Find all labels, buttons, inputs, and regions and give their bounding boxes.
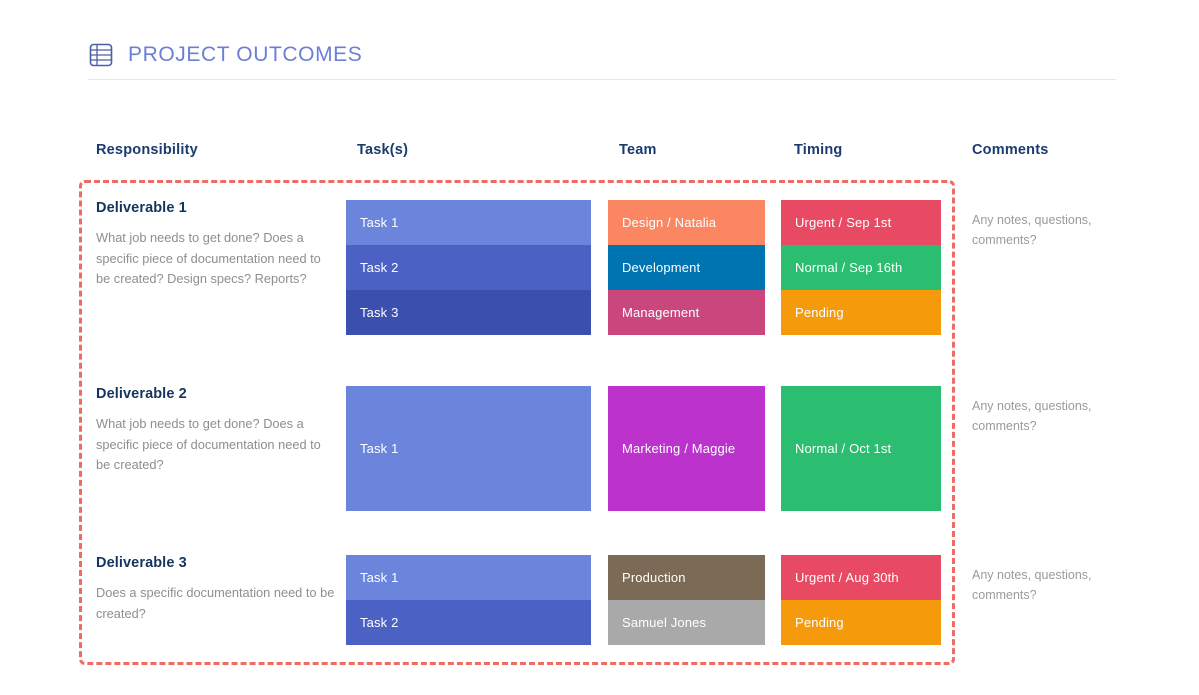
cell-team: Design / Natalia Development Management: [608, 200, 765, 335]
column-header-timing: Timing: [794, 142, 843, 158]
column-header-team: Team: [619, 142, 657, 158]
cell-team: Marketing / Maggie: [608, 386, 765, 511]
task-block[interactable]: Task 2: [346, 245, 591, 290]
cell-comments: Any notes, questions, comments?: [972, 396, 1132, 436]
timing-block-stack: Normal / Oct 1st: [781, 386, 941, 511]
deliverables-table: Deliverable 1 What job needs to get done…: [88, 180, 1118, 670]
cell-timing: Normal / Oct 1st: [781, 386, 941, 511]
deliverable-description: Does a specific documentation need to be…: [96, 585, 335, 621]
team-block[interactable]: Development: [608, 245, 765, 290]
team-block[interactable]: Production: [608, 555, 765, 600]
cell-responsibility: Deliverable 3 Does a specific documentat…: [96, 555, 336, 624]
comments-text: Any notes, questions, comments?: [972, 568, 1092, 602]
timing-block[interactable]: Normal / Sep 16th: [781, 245, 941, 290]
cell-tasks: Task 1: [346, 386, 591, 511]
team-block[interactable]: Design / Natalia: [608, 200, 765, 245]
task-block[interactable]: Task 3: [346, 290, 591, 335]
page-header: PROJECT OUTCOMES: [88, 30, 1116, 80]
comments-text: Any notes, questions, comments?: [972, 213, 1092, 247]
timing-block-stack: Urgent / Sep 1st Normal / Sep 16th Pendi…: [781, 200, 941, 335]
team-block[interactable]: Management: [608, 290, 765, 335]
task-block-stack: Task 1 Task 2: [346, 555, 591, 645]
cell-responsibility: Deliverable 2 What job needs to get done…: [96, 386, 336, 476]
cell-comments: Any notes, questions, comments?: [972, 210, 1132, 250]
comments-text: Any notes, questions, comments?: [972, 399, 1092, 433]
cell-comments: Any notes, questions, comments?: [972, 565, 1132, 605]
cell-tasks: Task 1 Task 2: [346, 555, 591, 645]
timing-block[interactable]: Pending: [781, 600, 941, 645]
deliverable-title: Deliverable 3: [96, 555, 187, 571]
timing-block[interactable]: Normal / Oct 1st: [781, 386, 941, 511]
cell-tasks: Task 1 Task 2 Task 3: [346, 200, 591, 335]
column-header-responsibility: Responsibility: [96, 142, 198, 158]
team-block-stack: Production Samuel Jones: [608, 555, 765, 645]
timing-block[interactable]: Urgent / Sep 1st: [781, 200, 941, 245]
task-block[interactable]: Task 1: [346, 386, 591, 511]
deliverable-title: Deliverable 2: [96, 386, 187, 402]
cell-team: Production Samuel Jones: [608, 555, 765, 645]
task-block[interactable]: Task 1: [346, 200, 591, 245]
table-row: Deliverable 1 What job needs to get done…: [88, 200, 1118, 365]
team-block-stack: Design / Natalia Development Management: [608, 200, 765, 335]
page-title: PROJECT OUTCOMES: [128, 42, 363, 66]
team-block[interactable]: Samuel Jones: [608, 600, 765, 645]
cell-timing: Urgent / Aug 30th Pending: [781, 555, 941, 645]
task-block[interactable]: Task 2: [346, 600, 591, 645]
task-block-stack: Task 1 Task 2 Task 3: [346, 200, 591, 335]
cell-timing: Urgent / Sep 1st Normal / Sep 16th Pendi…: [781, 200, 941, 335]
timing-block[interactable]: Urgent / Aug 30th: [781, 555, 941, 600]
column-header-tasks: Task(s): [357, 142, 409, 158]
task-block[interactable]: Task 1: [346, 555, 591, 600]
team-block-stack: Marketing / Maggie: [608, 386, 765, 511]
table-row: Deliverable 2 What job needs to get done…: [88, 386, 1118, 536]
deliverable-title: Deliverable 1: [96, 200, 187, 216]
cell-responsibility: Deliverable 1 What job needs to get done…: [96, 200, 336, 290]
table-grid-icon: [89, 43, 113, 66]
deliverable-description: What job needs to get done? Does a speci…: [96, 230, 321, 287]
column-header-row: Responsibility Task(s) Team Timing Comme…: [88, 142, 1118, 164]
team-block[interactable]: Marketing / Maggie: [608, 386, 765, 511]
timing-block-stack: Urgent / Aug 30th Pending: [781, 555, 941, 645]
timing-block[interactable]: Pending: [781, 290, 941, 335]
task-block-stack: Task 1: [346, 386, 591, 511]
deliverable-description: What job needs to get done? Does a speci…: [96, 416, 321, 473]
table-row: Deliverable 3 Does a specific documentat…: [88, 555, 1118, 670]
column-header-comments: Comments: [972, 142, 1049, 158]
